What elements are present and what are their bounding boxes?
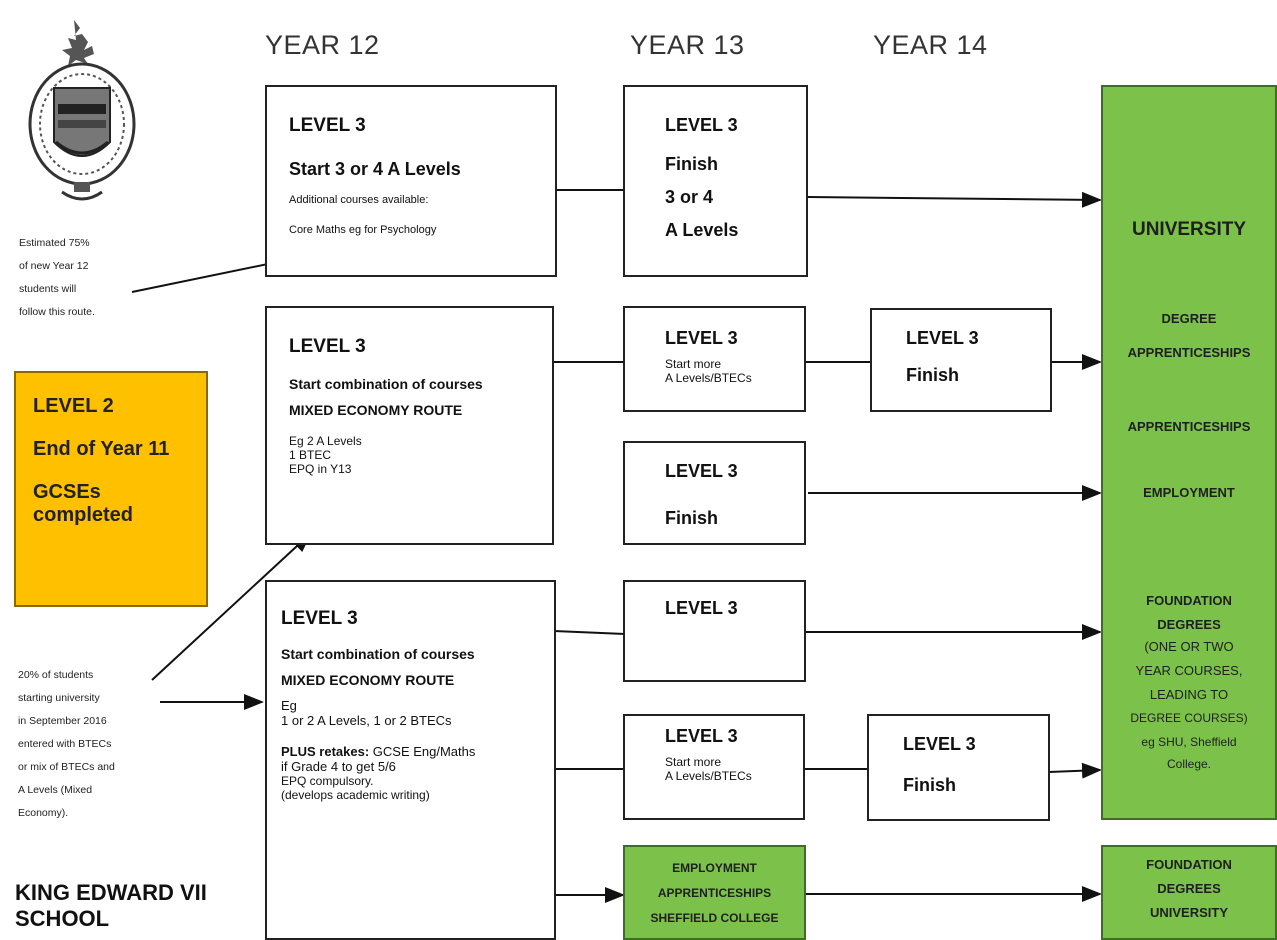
y13-box-finish: LEVEL 3 Finish (623, 441, 806, 545)
y12-b1-line2: Core Maths eg for Psychology (289, 224, 437, 236)
year-13-heading: YEAR 13 (630, 30, 745, 60)
note-20-percent: 20% of students starting university in S… (18, 669, 115, 819)
y14-b1-l1: Finish (906, 365, 959, 385)
y12-b1-line1: Additional courses available: (289, 194, 429, 206)
y12-b3-route: MIXED ECONOMY ROUTE (281, 672, 455, 688)
y13-b1-l1: Finish (665, 154, 718, 174)
y13-b1-title: LEVEL 3 (665, 115, 738, 135)
y13-b2-l1: Start more (665, 357, 722, 371)
y13-b3-l1: Finish (665, 508, 718, 528)
y12-b3-title: LEVEL 3 (281, 608, 358, 629)
y13-b3-title: LEVEL 3 (665, 461, 738, 481)
y12-b3-epq: EPQ compulsory. (281, 774, 374, 788)
outcome-foundation-4: YEAR COURSES, (1135, 663, 1243, 678)
y12-b3-retakes: PLUS retakes: GCSE Eng/Maths (281, 744, 554, 759)
y13-box-level3: LEVEL 3 (623, 580, 806, 682)
bottom-degrees: DEGREES (1157, 881, 1221, 896)
y12-b3-sub: Start combination of courses (281, 646, 475, 662)
outcome-foundation-2: DEGREES (1157, 617, 1221, 632)
y12-b3-line: 1 or 2 A Levels, 1 or 2 BTECs (281, 713, 452, 728)
outcome-foundation-1: FOUNDATION (1146, 593, 1232, 608)
y14-box-finish-2: LEVEL 3 Finish (867, 714, 1050, 821)
outcome-apprenticeships: APPRENTICESHIPS (1127, 419, 1251, 434)
connector-y12b3-y13b4 (553, 630, 626, 635)
level2-line2: GCSEs completed (33, 481, 134, 526)
y13-green-l1: EMPLOYMENT (672, 861, 757, 875)
bottom-university: UNIVERSITY (1149, 905, 1228, 920)
y12-b3-retakes-text: GCSE Eng/Maths (369, 744, 476, 759)
bottom-foundation: FOUNDATION (1146, 857, 1232, 872)
outcome-university: UNIVERSITY (1131, 219, 1247, 240)
y12-b2-sub: Start combination of courses (289, 376, 483, 392)
outcome-foundation-5: LEADING TO (1149, 687, 1229, 702)
y12-b3-grade: if Grade 4 to get 5/6 (281, 759, 396, 774)
arrow-y13b1-university (807, 191, 1102, 208)
note-75-percent: Estimated 75% of new Year 12 students wi… (19, 237, 95, 318)
outcome-foundation-7: eg SHU, Sheffield (1141, 735, 1237, 749)
outcome-employment: EMPLOYMENT (1143, 485, 1235, 500)
y13-box-finish-alevels: LEVEL 3 Finish 3 or 4 A Levels (623, 85, 808, 277)
y12-box-alevels: LEVEL 3 Start 3 or 4 A Levels Additional… (265, 85, 557, 277)
y13-b5-l1: Start more (665, 755, 722, 769)
y13-green-l2: APPRENTICESHIPS (657, 886, 772, 900)
y12-b1-title: LEVEL 3 (289, 115, 366, 136)
y12-b2-title: LEVEL 3 (289, 336, 366, 357)
y13-b5-l2: A Levels/BTECs (665, 769, 752, 783)
outcome-foundation-6: DEGREE COURSES) (1130, 711, 1248, 725)
outcomes-green-bottom: FOUNDATION DEGREES UNIVERSITY (1101, 845, 1277, 940)
school-crest-logo (28, 20, 136, 201)
y13-box-start-more-1: LEVEL 3 Start more A Levels/BTECs (623, 306, 806, 412)
level2-box: LEVEL 2 End of Year 11 GCSEs completed (14, 371, 208, 607)
outcome-degree-2: APPRENTICESHIPS (1127, 345, 1251, 360)
y14-b2-title: LEVEL 3 (903, 734, 976, 754)
y12-b3-eg: Eg (281, 698, 297, 713)
y12-b3-dev: (develops academic writing) (281, 788, 430, 802)
year-14-heading: YEAR 14 (873, 30, 988, 60)
y13-b5-title: LEVEL 3 (665, 726, 738, 746)
y14-b1-title: LEVEL 3 (906, 328, 979, 348)
y14-box-finish-1: LEVEL 3 Finish (870, 308, 1052, 412)
y13-b2-l2: A Levels/BTECs (665, 371, 752, 385)
level2-title: LEVEL 2 (33, 395, 114, 417)
outcome-degree-1: DEGREE (1161, 311, 1217, 326)
y13-b4-title: LEVEL 3 (665, 598, 738, 618)
y13-b2-title: LEVEL 3 (665, 328, 738, 348)
y12-b2-line1: Eg 2 A Levels (289, 434, 362, 448)
y12-b3-retakes-bold: PLUS retakes: (281, 744, 370, 759)
y13-b1-l3: A Levels (665, 220, 739, 240)
outcome-foundation-8: College. (1166, 757, 1212, 771)
y12-b2-line3: EPQ in Y13 (289, 462, 352, 476)
y12-b1-sub: Start 3 or 4 A Levels (289, 159, 461, 179)
y13-box-start-more-2: LEVEL 3 Start more A Levels/BTECs (623, 714, 805, 820)
outcome-foundation-3: (ONE OR TWO (1144, 639, 1234, 654)
y12-b2-route: MIXED ECONOMY ROUTE (289, 402, 463, 418)
y13-b1-l2: 3 or 4 (665, 187, 714, 207)
y14-b2-l1: Finish (903, 775, 956, 795)
arrow-y14b2-foundation (1048, 762, 1102, 779)
y12-box-mixed-1: LEVEL 3 Start combination of courses MIX… (265, 306, 554, 545)
arrow-note20-y12b2 (151, 532, 312, 681)
y12-box-mixed-2: LEVEL 3 Start combination of courses MIX… (265, 580, 556, 940)
y13-green-l3: SHEFFIELD COLLEGE (650, 911, 779, 925)
y12-b2-line2: 1 BTEC (289, 448, 332, 462)
year-12-heading: YEAR 12 (265, 30, 380, 60)
outcomes-green-panel: UNIVERSITY DEGREE APPRENTICESHIPS APPREN… (1101, 85, 1277, 820)
y13-green-employment: EMPLOYMENT APPRENTICESHIPS SHEFFIELD COL… (623, 845, 806, 940)
level2-line1: End of Year 11 (33, 438, 170, 460)
school-name: KING EDWARD VII SCHOOL (15, 880, 207, 931)
